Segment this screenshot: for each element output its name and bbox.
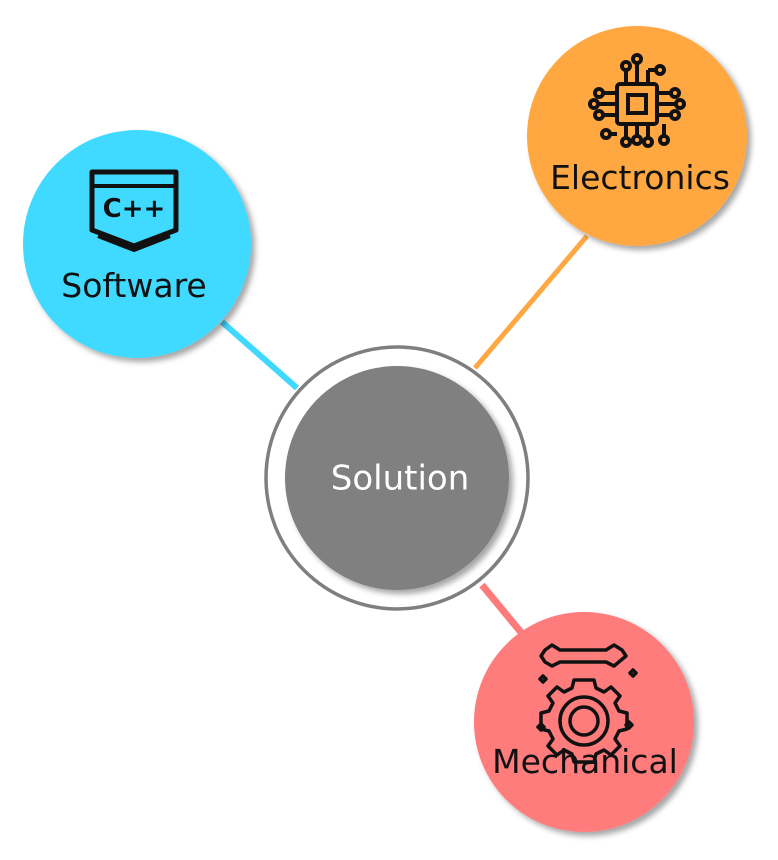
software-node: C++ Software <box>23 130 251 358</box>
center-node: Solution <box>264 345 530 611</box>
center-label: Solution <box>331 459 470 499</box>
circuit-chip-icon <box>588 53 686 148</box>
connector-electronics <box>473 234 589 370</box>
wrench-gear-icon <box>536 643 638 764</box>
mechanical-label: Mechanical <box>492 742 678 781</box>
electronics-label: Electronics <box>550 158 730 197</box>
electronics-node: Electronics <box>527 26 747 246</box>
mechanical-node: Mechanical <box>474 612 694 832</box>
center-disc <box>285 366 509 590</box>
connector-software <box>220 319 299 391</box>
software-label: Software <box>61 266 206 305</box>
cpp-text: C++ <box>103 194 166 224</box>
connector-mechanical <box>479 582 527 639</box>
mechanical-circle <box>474 612 694 832</box>
cpp-code-icon: C++ <box>89 169 179 252</box>
